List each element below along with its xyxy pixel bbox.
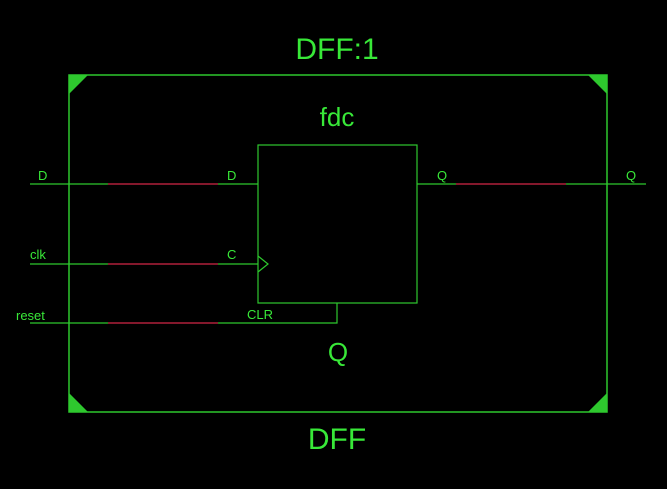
port-label-clk: clk [30, 247, 46, 262]
module-corner-bottom-left [69, 393, 88, 412]
pin-label-d: D [227, 168, 236, 183]
module-box-outline[interactable] [68, 74, 608, 413]
pin-label-clr: CLR [247, 307, 273, 322]
primitive-name-label: fdc [320, 102, 355, 132]
pin-label-c: C [227, 247, 236, 262]
module-box[interactable] [68, 74, 608, 413]
module-name-label: DFF [308, 423, 366, 456]
net-reset-wire-right[interactable] [218, 303, 338, 324]
pin-label-q: Q [437, 168, 447, 183]
port-label-q: Q [626, 168, 636, 183]
port-label-d: D [38, 168, 47, 183]
module-corner-top-right [588, 75, 607, 94]
port-label-reset: reset [16, 308, 45, 323]
output-net-label: Q [328, 337, 348, 367]
instance-name-label: DFF:1 [295, 33, 378, 66]
net-reset[interactable] [30, 303, 338, 324]
clock-input-marker [257, 255, 269, 273]
module-corner-top-left [69, 75, 88, 94]
module-corner-bottom-right [588, 393, 607, 412]
